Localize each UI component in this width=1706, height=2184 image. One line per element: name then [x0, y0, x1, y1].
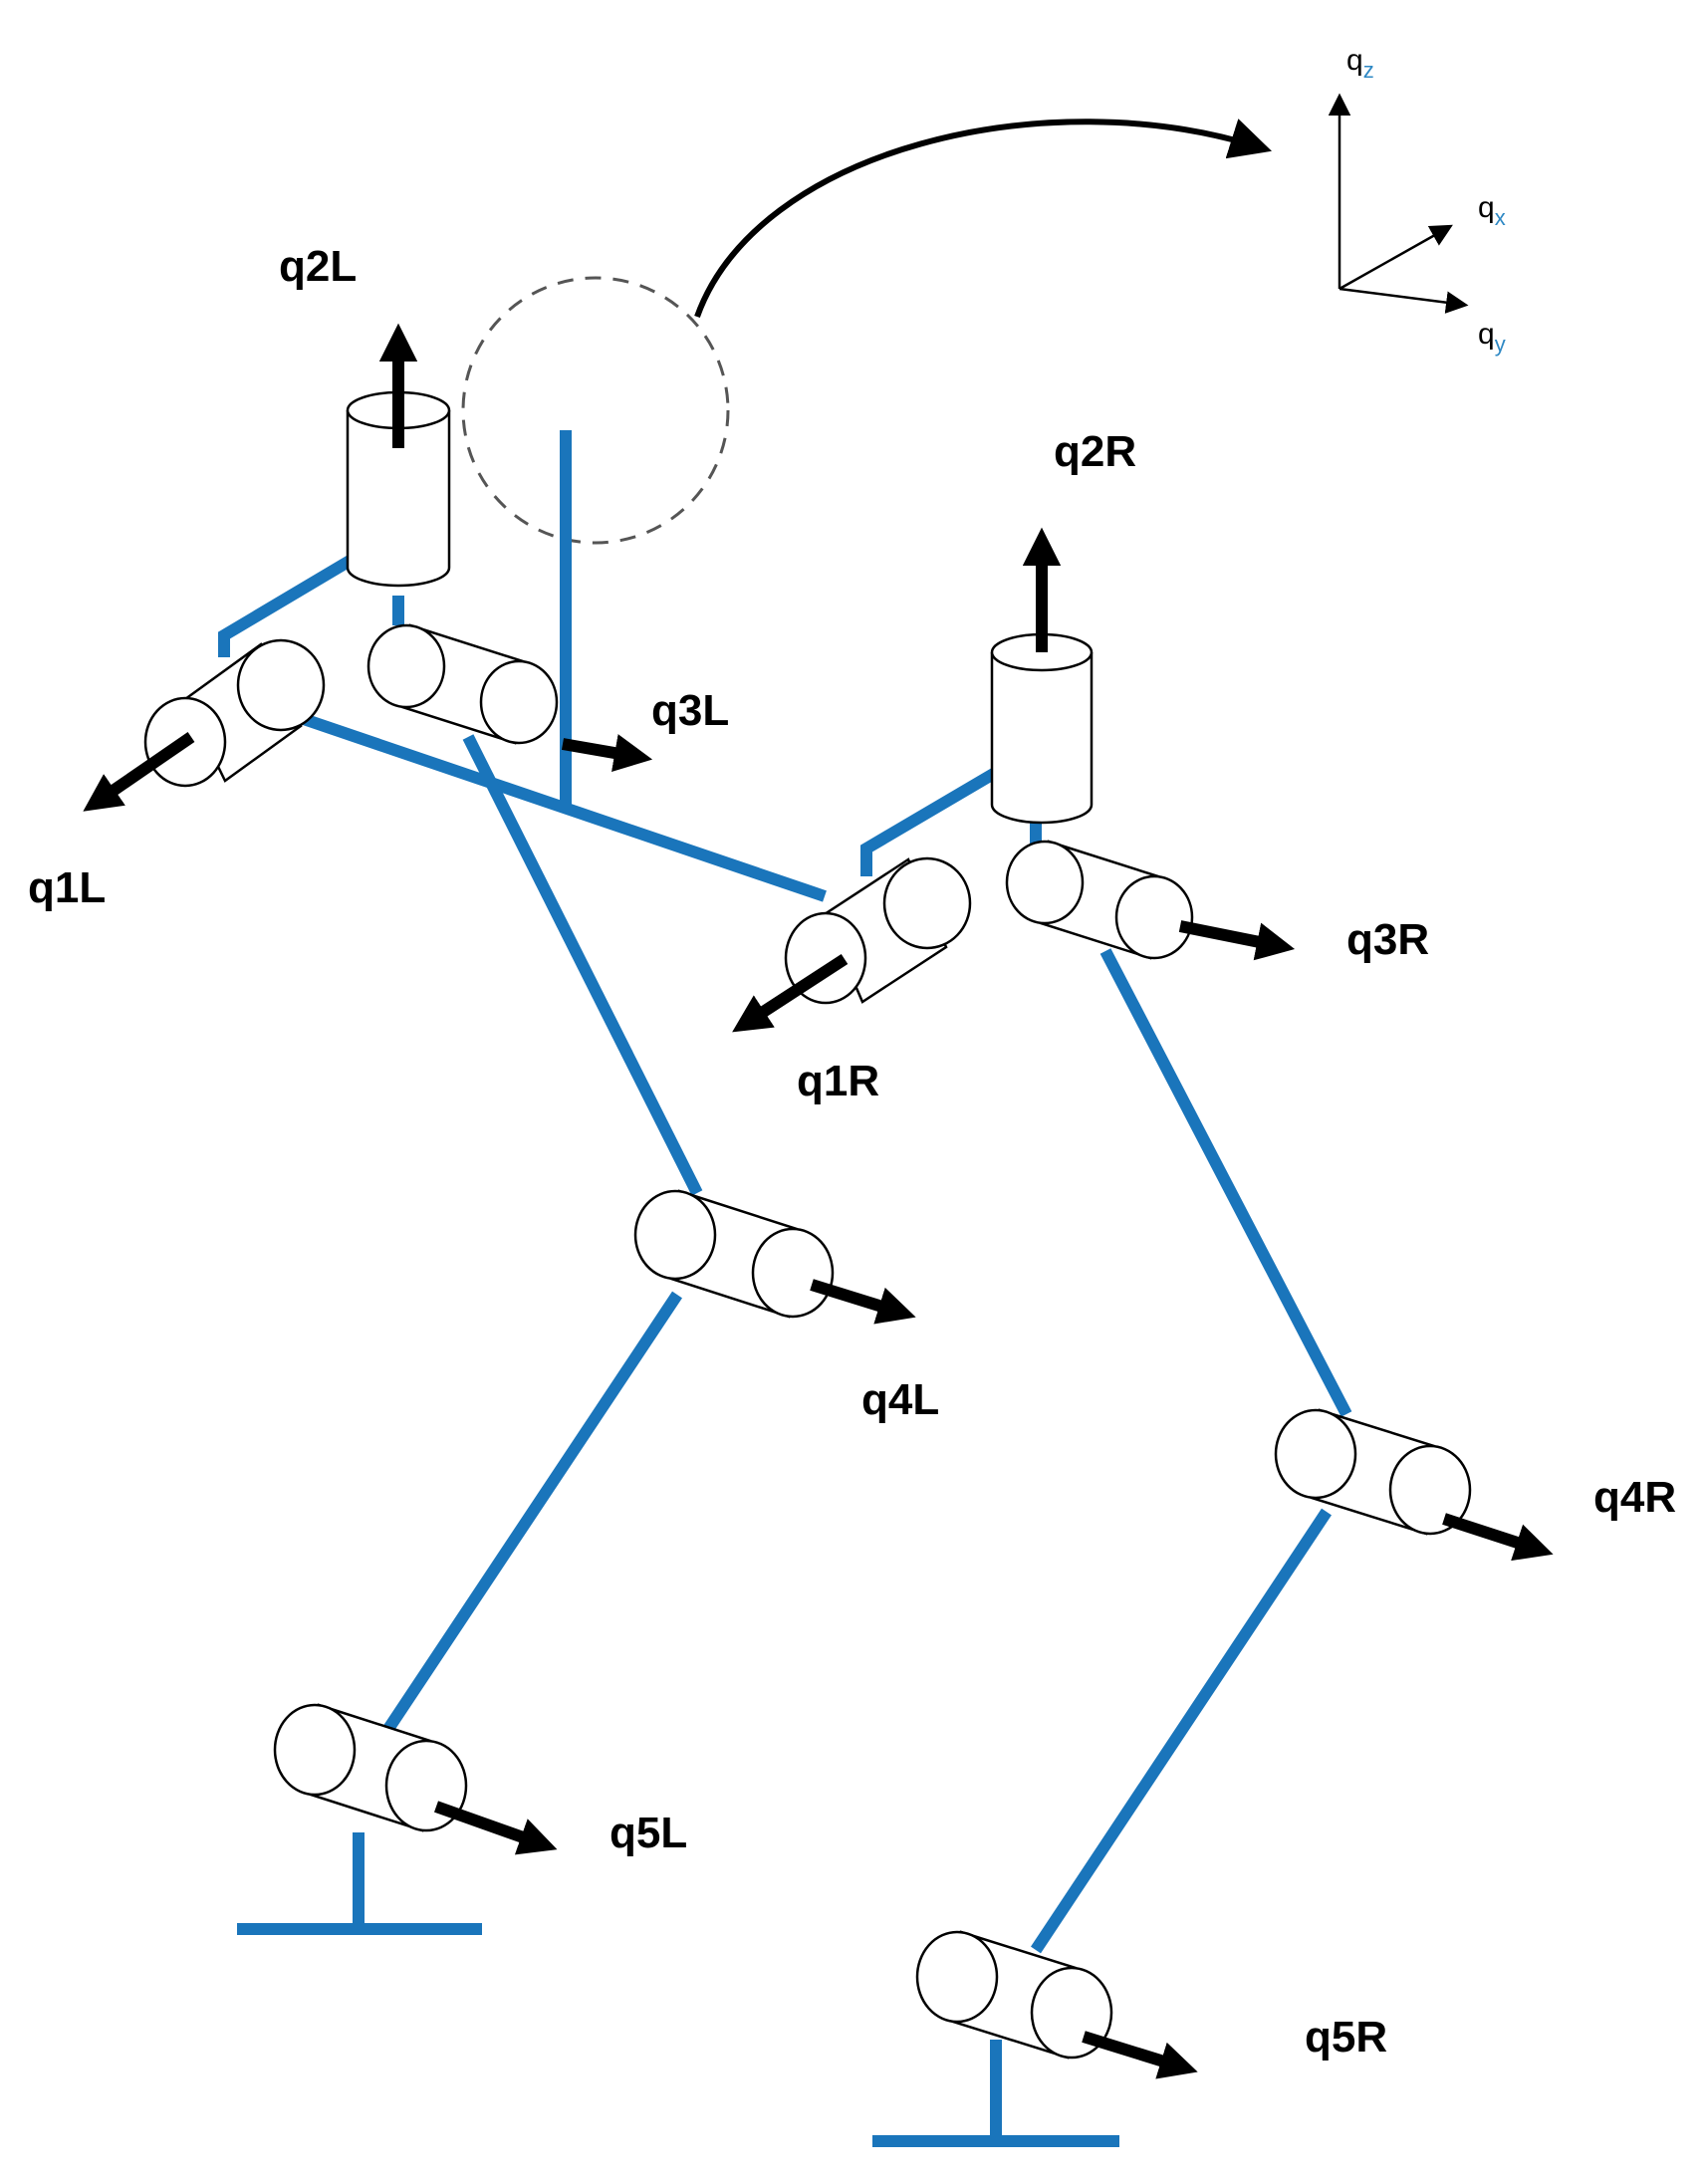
- right-shin-link: [1031, 1508, 1332, 1954]
- q4L-axis-arrow: [810, 1279, 916, 1325]
- frame-z-label: qz: [1346, 44, 1374, 83]
- joint-q5R-cylinder: [915, 1930, 1113, 2060]
- q3R-axis-arrow: [1178, 920, 1296, 961]
- joint-q5L-cylinder: [273, 1703, 468, 1832]
- frame-y-label: qy: [1478, 318, 1506, 357]
- q4R-axis-arrow: [1442, 1513, 1554, 1562]
- right-hip-bracket: [860, 743, 1040, 876]
- right-thigh-link: [1099, 948, 1352, 1417]
- joint-q3L-cylinder: [366, 623, 559, 745]
- label-q1L: q1L: [28, 863, 106, 912]
- coordinate-frame: qz qx qy: [1328, 44, 1506, 357]
- q1R-axis-arrow: [732, 953, 849, 1033]
- label-q2R: q2R: [1054, 427, 1136, 476]
- label-q3R: q3R: [1346, 915, 1429, 964]
- q5L-axis-arrow: [433, 1801, 558, 1855]
- label-q5R: q5R: [1305, 2013, 1387, 2062]
- hip-zoom-circle: [461, 276, 730, 545]
- label-q4R: q4R: [1593, 1473, 1676, 1522]
- frame-x-label: qx: [1478, 191, 1506, 230]
- joint-q1L-cylinder: [143, 638, 326, 788]
- joint-q4L-cylinder: [633, 1189, 835, 1319]
- label-q2L: q2L: [279, 242, 357, 291]
- q1L-axis-arrow: [83, 732, 195, 812]
- joint-q3R-cylinder: [1005, 840, 1194, 960]
- joint-axis-arrows: [83, 323, 1554, 2079]
- zoom-curve-arrow: [694, 119, 1273, 319]
- left-shin-link: [383, 1291, 682, 1733]
- label-q4L: q4L: [861, 1375, 939, 1424]
- left-thigh-link: [462, 734, 703, 1196]
- left-hip-bracket: [218, 529, 397, 657]
- pelvis-link: [243, 693, 827, 902]
- label-q1R: q1R: [797, 1057, 879, 1105]
- q5R-axis-arrow: [1082, 2031, 1198, 2079]
- label-q5L: q5L: [609, 1809, 687, 1857]
- label-q3L: q3L: [651, 686, 729, 735]
- robot-links: [218, 430, 1352, 2147]
- joint-q2R-cylinder: [990, 632, 1094, 825]
- joint-q4R-cylinder: [1274, 1408, 1472, 1536]
- q3L-axis-arrow: [561, 734, 653, 772]
